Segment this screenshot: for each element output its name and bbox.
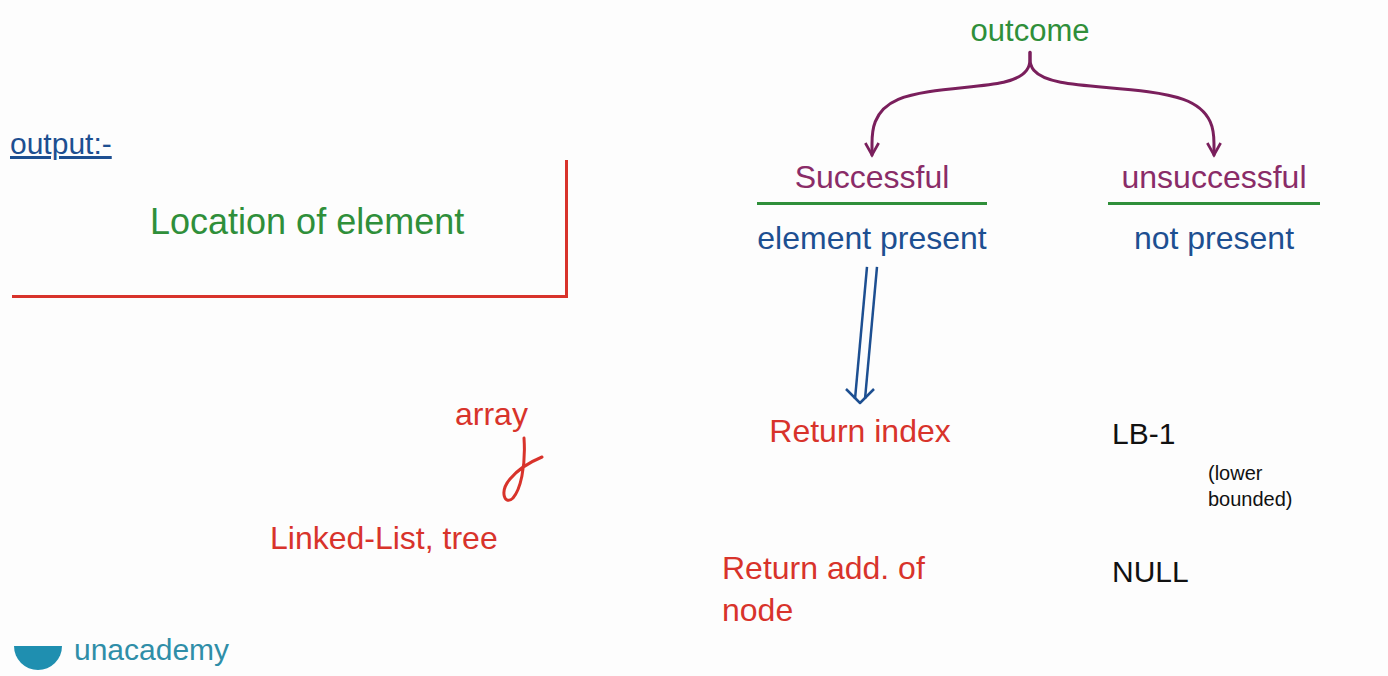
- node-title: outcome: [971, 12, 1090, 49]
- node-note: element present: [757, 219, 986, 257]
- connector-line: [872, 52, 1030, 155]
- watermark: unacademy: [74, 630, 229, 669]
- outcome-branch: Successful element present: [757, 158, 986, 258]
- connector-line: [1030, 52, 1214, 155]
- outcome-branch: unsuccessful not present: [1108, 158, 1321, 258]
- result-text: Return add. of node: [722, 548, 952, 631]
- connector-line: [865, 267, 877, 399]
- node-title: unsuccessful: [1108, 158, 1321, 205]
- node-title: Return index: [769, 412, 950, 450]
- return-value: NULL: [1112, 552, 1189, 591]
- node-title: Successful: [757, 158, 986, 205]
- connector-line: [855, 267, 867, 399]
- node-title: Location of element: [150, 200, 551, 243]
- branch-arrow: [872, 52, 1030, 155]
- note: (lower bounded): [1208, 460, 1328, 512]
- section-label: output:-: [10, 124, 112, 163]
- letter-loop: [504, 438, 542, 500]
- brand-logo: [14, 646, 62, 670]
- heading-node: outcome: [971, 12, 1090, 49]
- node-note: not present: [1108, 219, 1321, 257]
- double-arrow: [846, 267, 877, 403]
- return-value: LB-1: [1112, 414, 1175, 453]
- result-node: Return index: [769, 412, 950, 450]
- structure-label: array: [455, 394, 528, 436]
- output-box: Location of element: [12, 160, 568, 298]
- arrow-head: [846, 389, 874, 403]
- branch-arrow: [1030, 52, 1214, 155]
- structure-label: Linked-List, tree: [270, 518, 498, 560]
